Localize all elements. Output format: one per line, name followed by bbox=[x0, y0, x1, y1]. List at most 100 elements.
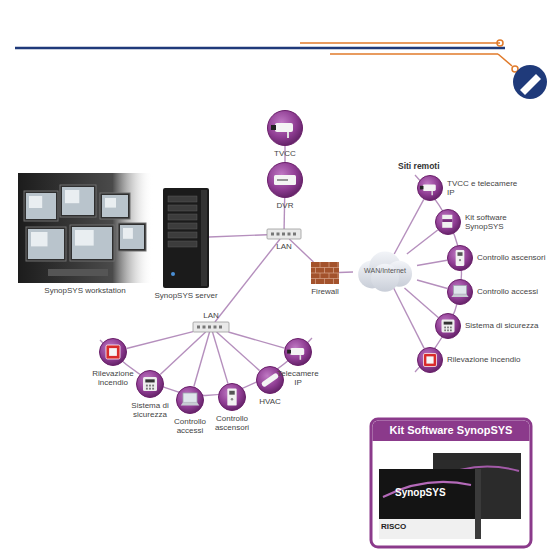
node-shape bbox=[99, 338, 127, 366]
fire-alarm-icon bbox=[424, 354, 437, 367]
device-disc bbox=[418, 176, 443, 201]
network-switch: LAN bbox=[193, 322, 229, 332]
internet-cloud: WAN/Internet bbox=[353, 254, 417, 288]
node-label: Controllo ascensori bbox=[207, 414, 257, 432]
keypad-key bbox=[450, 329, 452, 331]
remote-circle: Controllo accessi bbox=[447, 279, 473, 305]
device-disc bbox=[448, 246, 473, 271]
keypad-key bbox=[146, 385, 148, 387]
camera-icon bbox=[423, 184, 436, 191]
screen-window bbox=[123, 228, 133, 239]
laptop-screen bbox=[454, 286, 467, 295]
hvac-unit bbox=[261, 372, 279, 387]
elevator-display bbox=[229, 391, 234, 395]
network-link bbox=[194, 332, 210, 387]
monitor-frame bbox=[24, 191, 58, 221]
keypad-icon bbox=[143, 377, 157, 391]
device-disc bbox=[100, 339, 127, 366]
node-label: SynopSYS server bbox=[141, 291, 231, 300]
laptop-screen bbox=[183, 393, 197, 402]
node-label: TVCC e telecamere IP bbox=[447, 179, 527, 197]
dvr-slot bbox=[277, 179, 288, 180]
group-heading: Siti remoti bbox=[398, 162, 440, 171]
keypad-screen bbox=[145, 379, 154, 382]
network-arc bbox=[415, 175, 462, 372]
node-label: Sistema di sicurezza bbox=[125, 401, 175, 419]
device-circle: Controllo accessi bbox=[176, 386, 204, 414]
brick-joint bbox=[333, 268, 334, 274]
switch-body bbox=[267, 229, 301, 239]
network-link bbox=[417, 280, 447, 289]
device-disc bbox=[177, 387, 204, 414]
node-shape bbox=[163, 188, 209, 288]
kit-frame bbox=[371, 419, 531, 547]
network-link bbox=[407, 230, 438, 254]
node-shape bbox=[435, 313, 461, 339]
node-label: LAN bbox=[269, 242, 299, 251]
node-label: Firewall bbox=[300, 287, 350, 296]
device-disc bbox=[436, 210, 461, 235]
node-label: HVAC bbox=[245, 397, 295, 406]
box-heading: Kit Software SynopSYS bbox=[371, 424, 531, 437]
camera-mount bbox=[300, 355, 302, 360]
node-shape bbox=[176, 386, 204, 414]
device-disc bbox=[219, 384, 246, 411]
product-box-band bbox=[379, 519, 475, 539]
keypad-key bbox=[444, 327, 446, 329]
network-link bbox=[228, 332, 284, 348]
screen-window bbox=[65, 190, 79, 203]
node-shape bbox=[447, 245, 473, 271]
node-shape bbox=[447, 279, 473, 305]
keypad-key bbox=[447, 329, 449, 331]
remote-circle: Controllo ascensori bbox=[447, 245, 473, 271]
brick-joint bbox=[333, 279, 334, 285]
device-disc bbox=[268, 163, 303, 198]
keypad-screen bbox=[444, 322, 453, 325]
switch-port bbox=[288, 233, 291, 236]
workstation-backdrop bbox=[18, 173, 153, 283]
remote-circle: TVCC e telecamere IP bbox=[417, 175, 443, 201]
switch-port bbox=[197, 326, 200, 329]
camera-mount bbox=[431, 191, 432, 195]
device-circle: TVCC bbox=[267, 110, 303, 146]
header-rule-accent bbox=[300, 42, 500, 44]
camera-lens bbox=[287, 350, 291, 354]
product-box-edge bbox=[475, 469, 481, 539]
drive-bay bbox=[168, 241, 197, 247]
node-label: WAN/Internet bbox=[355, 267, 415, 275]
device-circle: Telecamere IP bbox=[284, 338, 312, 366]
keypad-key bbox=[447, 327, 449, 329]
node-label: Rilevazione incendio bbox=[88, 369, 138, 387]
switch-port bbox=[208, 326, 211, 329]
monitor-screen bbox=[102, 195, 128, 217]
monitor-screen bbox=[120, 225, 144, 249]
server-tower bbox=[163, 188, 209, 288]
node-label: Telecamere IP bbox=[273, 369, 323, 387]
switch-port bbox=[282, 233, 285, 236]
laptop-base bbox=[181, 402, 200, 405]
product-box-front bbox=[379, 469, 475, 539]
keyboard bbox=[48, 269, 108, 276]
camera-lens bbox=[271, 125, 276, 130]
keypad-key bbox=[146, 388, 148, 390]
screen-window bbox=[75, 230, 94, 246]
node-shape bbox=[267, 110, 303, 146]
node-shape bbox=[18, 173, 153, 283]
software-box-icon bbox=[442, 215, 452, 228]
node-label: Controllo ascensori bbox=[477, 253, 557, 262]
network-link bbox=[339, 271, 353, 273]
node-shape bbox=[435, 209, 461, 235]
fire-alarm-icon bbox=[106, 345, 120, 359]
drive-bay bbox=[168, 223, 197, 229]
workstation-node: SynopSYS workstation bbox=[18, 173, 153, 283]
remote-circle: Kit software SynopSYS bbox=[435, 209, 461, 235]
node-shape bbox=[284, 338, 312, 366]
firewall-wall: Firewall bbox=[311, 262, 339, 284]
monitor-frame bbox=[118, 223, 146, 251]
camera-icon bbox=[290, 348, 304, 355]
device-disc bbox=[418, 348, 443, 373]
header-logo bbox=[513, 65, 547, 99]
node-label: LAN bbox=[196, 311, 226, 320]
brick-joint bbox=[320, 262, 321, 268]
node-shape bbox=[267, 162, 303, 198]
